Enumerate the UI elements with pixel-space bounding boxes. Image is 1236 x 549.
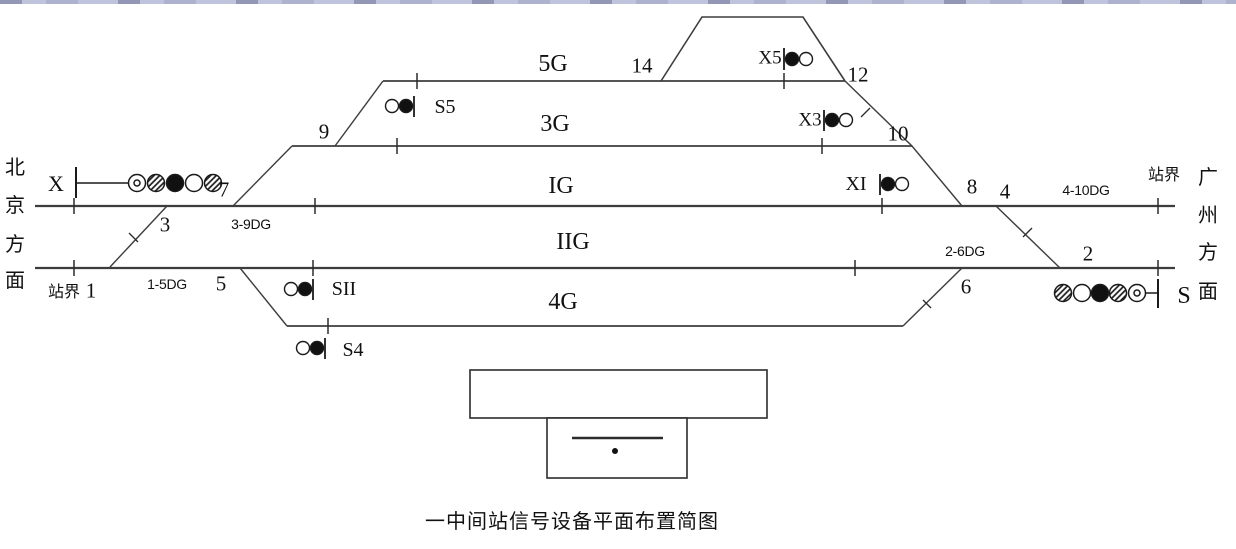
turnout-label-9: 9 xyxy=(318,119,330,144)
control-desk-dot xyxy=(612,448,618,454)
signal-s5-heads xyxy=(384,96,415,117)
sii-head-white xyxy=(283,281,299,297)
x3-head-black xyxy=(824,112,840,128)
x3-head-white xyxy=(838,112,854,128)
station-house-rect xyxy=(546,417,688,479)
x-head-hatched-1 xyxy=(146,173,166,193)
diagonal-12-10-8 xyxy=(844,80,963,207)
section-label-3-9dg: 3-9DG xyxy=(231,216,271,232)
diagonal-turnout-7 xyxy=(232,145,293,207)
signal-label-x3: X3 xyxy=(798,109,822,131)
s-head-hatched-2 xyxy=(1108,283,1128,303)
boundary-label-left: 站界 xyxy=(47,284,81,301)
safety-siding-outline xyxy=(660,16,846,82)
xi-head-white xyxy=(894,176,910,192)
direction-right-char-4: 面 xyxy=(1198,281,1218,303)
turnout-label-4: 4 xyxy=(999,179,1011,204)
x5-head-white xyxy=(798,51,814,67)
track-label-2g: IIG xyxy=(556,229,590,255)
x-head-hatched-2 xyxy=(203,173,223,193)
track-lines xyxy=(35,16,1175,327)
turnout-label-7: 7 xyxy=(218,177,230,202)
s-head-white xyxy=(1072,283,1092,303)
direction-left-char-4: 面 xyxy=(5,270,25,292)
turnout-label-10: 10 xyxy=(887,121,909,146)
track-label-4g: 4G xyxy=(548,289,578,315)
diagonal-joint-marks xyxy=(128,107,1033,309)
s5-head-white xyxy=(384,98,400,114)
direction-left-char-2: 京 xyxy=(5,195,25,217)
sii-head-black xyxy=(297,281,313,297)
turnout-label-3: 3 xyxy=(159,212,171,237)
track-ticks xyxy=(73,73,1159,334)
diagonal-turnout-9 xyxy=(334,80,384,147)
diagonal-turnout-5 xyxy=(239,267,288,327)
signal-label-x5: X5 xyxy=(758,47,782,69)
turnout-label-6: 6 xyxy=(960,274,972,299)
x-head-black xyxy=(165,173,185,193)
station-platform-rect xyxy=(469,369,768,419)
diagram-caption: 一中间站信号设备平面布置简图 xyxy=(425,511,719,533)
direction-right-char-1: 广 xyxy=(1198,167,1218,189)
section-label-1-5dg: 1-5DG xyxy=(147,276,187,292)
x5-head-black xyxy=(784,51,800,67)
s-head-double-ring-inner xyxy=(1133,289,1141,297)
turnout-label-5: 5 xyxy=(215,271,227,296)
signal-x-mast xyxy=(75,167,223,198)
signal-sii-heads xyxy=(283,279,314,300)
section-label-4-10dg: 4-10DG xyxy=(1062,182,1110,198)
direction-left-char-1: 北 xyxy=(5,157,25,179)
signal-xi-heads xyxy=(879,174,910,195)
track-label-1g: IG xyxy=(548,173,574,199)
turnout-label-14: 14 xyxy=(631,53,653,78)
s5-head-black xyxy=(398,98,414,114)
s-head-hatched-1 xyxy=(1053,283,1073,303)
direction-left-char-3: 方 xyxy=(5,234,25,256)
turnout-label-8: 8 xyxy=(966,174,978,199)
signal-label-s4: S4 xyxy=(342,339,364,361)
turnout-label-1: 1 xyxy=(85,278,97,303)
boundary-label-right: 站界 xyxy=(1147,167,1181,184)
signal-s4-heads xyxy=(295,338,326,359)
direction-right-char-2: 州 xyxy=(1198,205,1218,227)
turnout-label-2: 2 xyxy=(1082,241,1094,266)
signal-label-s: S xyxy=(1177,283,1191,309)
track-label-3g: 3G xyxy=(540,111,570,137)
signal-label-s5: S5 xyxy=(434,96,456,118)
section-label-2-6dg: 2-6DG xyxy=(945,243,985,259)
signal-label-sii: SII xyxy=(331,278,357,300)
window-top-border xyxy=(0,0,1236,4)
turnout-label-12: 12 xyxy=(847,62,869,87)
signal-x5-heads xyxy=(783,48,814,70)
s4-head-white xyxy=(295,340,311,356)
signal-x3-heads xyxy=(823,110,854,131)
station-building xyxy=(469,369,768,479)
track-label-5g: 5G xyxy=(538,51,568,77)
direction-right-char-3: 方 xyxy=(1198,242,1218,264)
s4-head-black xyxy=(309,340,325,356)
signal-label-xi: XI xyxy=(845,173,867,195)
xi-head-black xyxy=(880,176,896,192)
x-head-white xyxy=(184,173,204,193)
s-head-black xyxy=(1090,283,1110,303)
signal-label-x: X xyxy=(48,171,64,196)
signal-s-mast xyxy=(1053,279,1159,308)
diagonal-turnout-6 xyxy=(902,267,963,327)
x-head-double-ring-inner xyxy=(133,179,141,187)
crossover-4-2 xyxy=(995,205,1061,269)
crossover-1-3 xyxy=(109,205,168,268)
